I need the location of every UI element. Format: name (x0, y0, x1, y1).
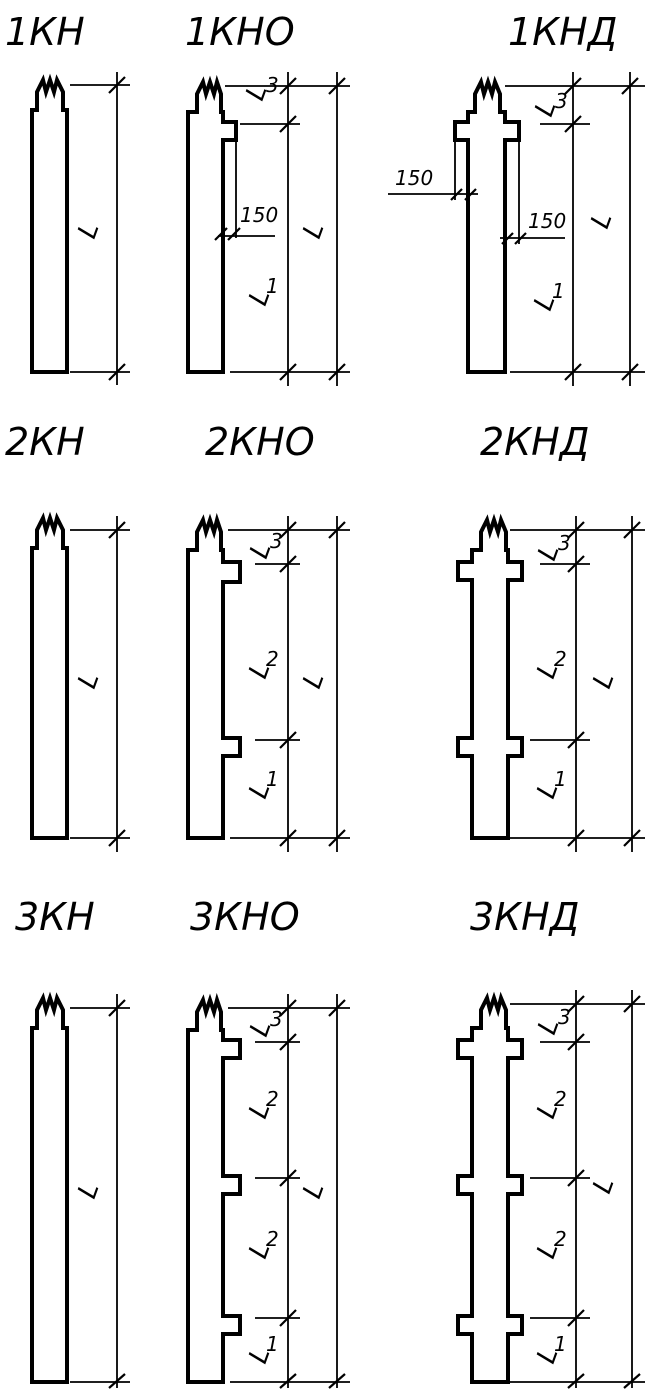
label-150-1knd-left: 150 (395, 166, 433, 190)
label-L2b-3kno-sub: 2 (266, 1227, 279, 1251)
label-L3-3kno-sub: 3 (270, 1007, 283, 1031)
label-L-2knd: L (587, 669, 620, 693)
column-2kn (30, 511, 69, 840)
dim-2kno (228, 516, 350, 852)
column-3kno (186, 992, 242, 1384)
title-3knd: 3КНД (470, 895, 579, 939)
label-L3-1knd-sub: 3 (555, 89, 568, 113)
label-L2-2knd-sub: 2 (554, 647, 567, 671)
dim-2kn (70, 516, 130, 852)
dim-3kn (70, 994, 130, 1389)
label-L-3kno: L (297, 1179, 330, 1203)
title-2kn: 2КН (5, 420, 85, 464)
label-150-1kno: 150 (240, 203, 278, 227)
label-L2-2kno-sub: 2 (266, 647, 279, 671)
dim-2knd (510, 516, 645, 852)
label-L-3kn: L (72, 1179, 105, 1203)
label-L1-2kno-sub: 1 (266, 767, 279, 791)
column-2knd (456, 513, 524, 840)
column-1kn (30, 73, 69, 374)
label-L-1kno: L (297, 219, 330, 243)
dim-1kn (70, 72, 130, 385)
label-L-1knd: L (585, 209, 618, 233)
dim-1kno (214, 72, 350, 386)
label-L2b-3knd-sub: 2 (554, 1227, 567, 1251)
column-2kno (186, 512, 242, 840)
dim-3knd (510, 990, 645, 1389)
label-L1-1kno-sub: 1 (266, 274, 279, 298)
label-L3-1kno-sub: 3 (266, 73, 279, 97)
label-L2a-3kno-sub: 2 (266, 1087, 279, 1111)
label-L-1kn: L (72, 219, 105, 243)
label-L2a-3knd-sub: 2 (554, 1087, 567, 1111)
column-1kno (186, 74, 238, 374)
title-1knd: 1КНД (508, 10, 617, 54)
label-L3-2kno-sub: 3 (270, 529, 283, 553)
label-150-1knd-right: 150 (528, 209, 566, 233)
column-1knd (453, 75, 521, 374)
title-1kno: 1КНО (185, 10, 295, 54)
dim-1knd (388, 72, 645, 386)
column-3knd (456, 991, 524, 1384)
label-L3-3knd-sub: 3 (558, 1005, 571, 1029)
title-1kn: 1КН (5, 10, 85, 54)
title-2kno: 2КНО (205, 420, 315, 464)
label-L1-1knd-sub: 1 (552, 279, 565, 303)
label-L1-3knd-sub: 1 (554, 1332, 567, 1356)
label-L-2kno: L (297, 669, 330, 693)
title-3kn: 3КН (15, 895, 95, 939)
column-3kn (30, 991, 69, 1384)
dim-3kno (228, 994, 350, 1389)
label-L-2kn: L (72, 669, 105, 693)
label-L3-2knd-sub: 3 (558, 531, 571, 555)
title-2knd: 2КНД (480, 420, 589, 464)
label-L1-2knd-sub: 1 (554, 767, 567, 791)
label-L-3knd: L (587, 1174, 620, 1198)
label-L1-3kno-sub: 1 (266, 1332, 279, 1356)
title-3kno: 3КНО (190, 895, 300, 939)
